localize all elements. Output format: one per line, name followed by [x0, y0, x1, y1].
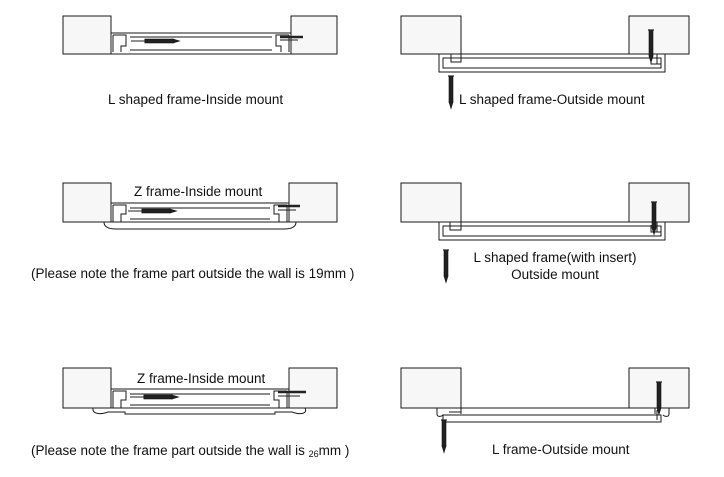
wall-right	[288, 182, 338, 223]
frame	[438, 53, 666, 73]
diagram-z-inside-26	[62, 367, 338, 415]
wall-right	[628, 182, 690, 223]
frame	[438, 221, 666, 241]
note-26mm-suffix: mm )	[318, 443, 350, 458]
frame	[92, 388, 307, 415]
wall-left	[62, 182, 112, 223]
caption-l-insert-line1: L shaped frame(with insert)	[473, 250, 637, 265]
screw-icon	[129, 394, 179, 400]
side-screw-icon	[278, 390, 306, 397]
wall-left	[62, 15, 112, 55]
caption-l-outside: L shaped frame-Outside mount	[459, 92, 645, 107]
side-screw-icon	[278, 204, 300, 211]
caption-l-outside-2: L frame-Outside mount	[492, 442, 630, 457]
wall-right	[288, 367, 338, 409]
diagram-l-insert-outside	[400, 182, 690, 283]
frame	[111, 32, 291, 55]
diagram-l-inside	[62, 15, 338, 55]
side-screw-icon	[647, 29, 655, 63]
wall-right	[628, 15, 690, 55]
frame	[103, 202, 297, 230]
side-screw-icon	[650, 201, 658, 235]
side-screw-icon	[280, 35, 303, 41]
note-26mm-prefix: (Please note the frame part outside the …	[31, 443, 309, 458]
wall-screw-icon	[440, 419, 448, 453]
wall-left	[400, 15, 462, 55]
wall-left	[400, 182, 462, 223]
caption-l-insert-line2: Outside mount	[511, 267, 599, 282]
caption-z-inside-26: Z frame-Inside mount	[137, 371, 266, 386]
side-screw-icon	[655, 381, 663, 415]
caption-z-inside-19: Z frame-Inside mount	[134, 184, 263, 199]
wall-screw-icon	[442, 249, 450, 283]
caption-l-inside: L shaped frame-Inside mount	[108, 92, 284, 107]
note-26mm: (Please note the frame part outside the …	[31, 443, 349, 462]
note-19mm: (Please note the frame part outside the …	[31, 266, 355, 281]
diagram-l-outside	[400, 15, 690, 109]
frame	[436, 407, 670, 423]
screw-icon	[127, 208, 177, 214]
wall-left	[400, 367, 462, 409]
note-26mm-value: 26	[308, 449, 319, 459]
wall-screw-icon	[447, 75, 455, 109]
diagram-z-inside-19	[62, 182, 338, 230]
wall-right	[290, 15, 338, 55]
wall-left	[62, 367, 112, 409]
diagram-l-outside-2	[400, 367, 690, 453]
screw-icon	[130, 38, 180, 44]
